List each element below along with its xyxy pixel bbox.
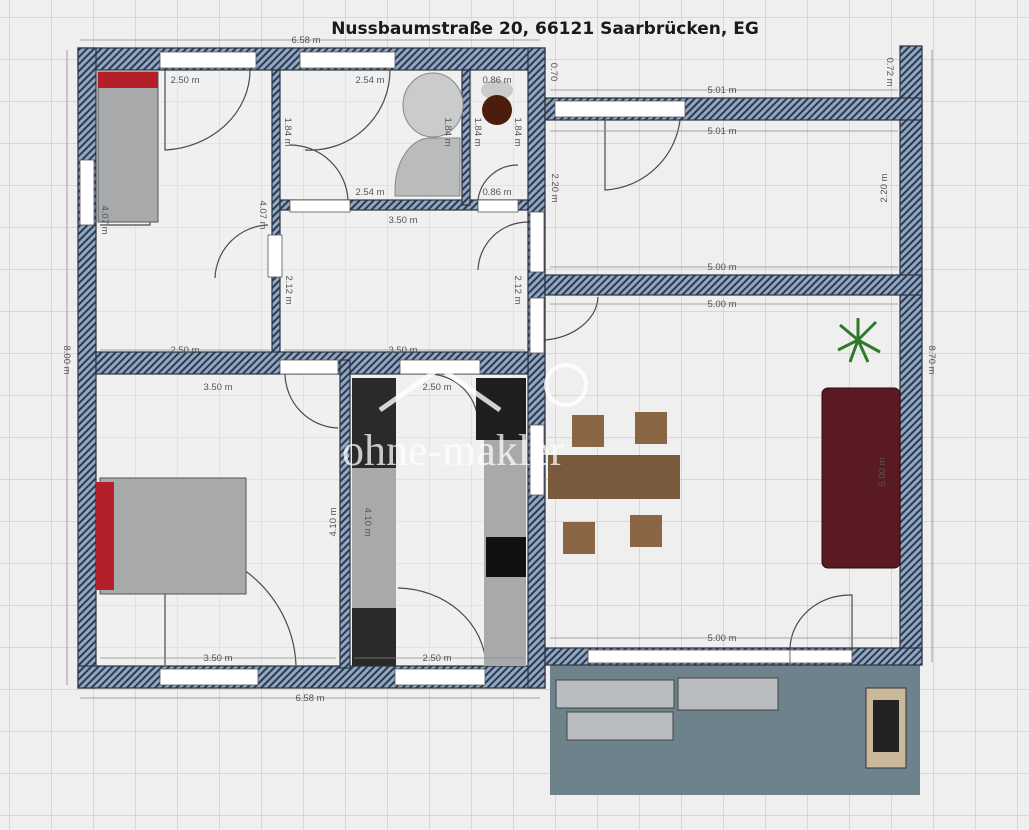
cabinet <box>476 378 526 440</box>
dim-outer-top: 6.58 m <box>291 35 320 46</box>
dim-ne-top: 5.01 m <box>707 126 736 137</box>
lounger <box>566 711 674 741</box>
counter <box>352 468 396 608</box>
bed-single <box>97 71 159 223</box>
dim-ne-right: 2.20 m <box>879 173 890 202</box>
dim-bed2-top: 3.50 m <box>203 382 232 393</box>
plant <box>837 318 881 363</box>
dim-wc-left: 1.84 m <box>472 117 483 146</box>
chair <box>635 412 667 444</box>
fridge <box>352 378 396 468</box>
bed-headboard <box>98 72 158 88</box>
grill-grate <box>873 700 899 752</box>
dimension-lines <box>66 39 933 699</box>
dim-bed2-bottom: 3.50 m <box>203 653 232 664</box>
dim-room1-top: 2.50 m <box>170 75 199 86</box>
dim-hall-top: 3.50 m <box>388 215 417 226</box>
dim-hall-left: 2.12 m <box>283 275 294 304</box>
dim-bath-right: 1.84 m <box>442 117 453 146</box>
dim-kitchen-left: 4.10 m <box>362 507 373 536</box>
dim-outer-bottom: 6.58 m <box>295 693 324 704</box>
oven <box>352 608 396 666</box>
dim-living-bottom: 5.00 m <box>707 633 736 644</box>
dim-wc-right: 1.84 m <box>512 117 523 146</box>
dimension-labels: 6.58 m 6.58 m 8.00 m 8.70 m 2.50 m 2.50 … <box>61 35 937 704</box>
washbasin <box>402 72 464 138</box>
dim-kitchen-bottom: 2.50 m <box>422 653 451 664</box>
bed-headboard <box>96 482 114 590</box>
dining-table <box>548 455 680 499</box>
shower <box>394 137 461 197</box>
dim-corner-left: 0.70 <box>548 63 559 82</box>
dim-living-right: 5.00 m <box>877 457 888 486</box>
dim-bath-bottom: 2.54 m <box>355 187 384 198</box>
dim-kitchen-top: 2.50 m <box>422 382 451 393</box>
watermark-text: ohne-makler <box>342 426 565 475</box>
page-title: Nussbaumstraße 20, 66121 Saarbrücken, EG <box>331 19 759 39</box>
dim-bed2-right: 4.10 m <box>328 507 339 536</box>
lounger <box>677 677 779 711</box>
lounger <box>555 679 675 709</box>
dim-room1-left: 4.07 m <box>99 205 110 234</box>
dim-outer-right: 8.70 m <box>926 345 937 374</box>
dim-corner-right: 0.72 m <box>884 57 895 86</box>
chair <box>572 415 604 447</box>
dim-bath-top: 2.54 m <box>355 75 384 86</box>
dim-living-top: 5.00 m <box>707 299 736 310</box>
dim-hall-bottom: 3.50 m <box>388 345 417 356</box>
toilet-tank <box>481 80 513 100</box>
dim-wc-top: 0.86 m <box>482 75 511 86</box>
sofa <box>821 387 901 569</box>
cooktop <box>486 537 526 577</box>
toilet <box>482 95 512 125</box>
dim-hall-right: 2.12 m <box>512 275 523 304</box>
windows <box>79 51 853 686</box>
chair <box>563 522 595 554</box>
dim-room1-bottom: 2.50 m <box>170 345 199 356</box>
dim-ne-outer: 5.01 m <box>707 85 736 96</box>
chair <box>630 515 662 547</box>
dim-ne-left: 2.20 m <box>549 173 560 202</box>
bed-double <box>99 477 247 595</box>
dim-outer-left: 8.00 m <box>61 345 72 374</box>
dim-bath-left: 1.84 m <box>282 117 293 146</box>
furniture <box>96 71 901 666</box>
dim-room1-right: 4.07 m <box>257 200 268 229</box>
dim-ne-bottom: 5.00 m <box>707 262 736 273</box>
watermark-logo: ohne-makler <box>342 363 588 475</box>
dim-wc-bottom: 0.86 m <box>482 187 511 198</box>
